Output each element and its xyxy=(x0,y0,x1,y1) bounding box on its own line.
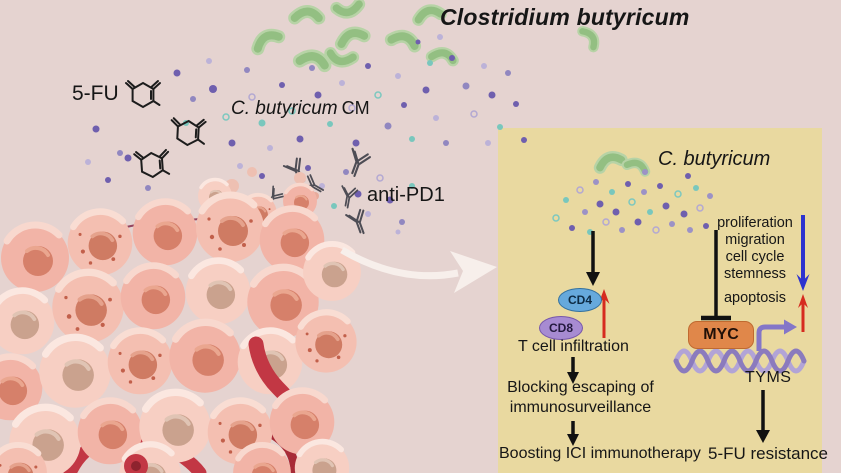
flow-arrows xyxy=(567,231,770,446)
label-t-cell-infiltration: T cell infiltration xyxy=(518,338,629,355)
effect-proliferation: proliferation xyxy=(717,215,793,231)
tumor-cells-illustration xyxy=(0,167,361,473)
metabolite-dots-outer xyxy=(85,34,527,235)
down-arrow-blue-icon xyxy=(796,215,810,291)
label-anti-pd1: anti-PD1 xyxy=(367,184,445,206)
cd8-badge: CD8 xyxy=(539,316,583,340)
label-blocking-escaping: Blocking escaping of xyxy=(507,379,654,396)
panel-label-c-butyricum: C. butyricum xyxy=(658,148,771,170)
title-clostridium-butyricum: Clostridium butyricum xyxy=(440,4,690,30)
metabolite-dots-panel xyxy=(552,169,713,235)
myc-box: MYC xyxy=(688,321,754,349)
curved-arrow-icon xyxy=(340,246,497,293)
cd4-badge: CD4 xyxy=(558,288,602,312)
cm-italic-part: C. butyricum xyxy=(231,98,338,119)
5fu-molecule-icons xyxy=(125,80,207,180)
effects-list: proliferation migration cell cycle stemn… xyxy=(716,215,794,283)
label-5fu: 5-FU xyxy=(72,82,119,105)
label-boosting-ici: Boosting ICI immunotherapy xyxy=(499,445,701,462)
label-tyms: TYMS xyxy=(745,369,792,386)
label-immunosurveillance: immunosurveillance xyxy=(509,399,652,416)
label-5fu-resistance: 5-FU resistance xyxy=(708,444,828,463)
transcription-arrow-icon xyxy=(756,319,797,351)
effect-migration: migration xyxy=(725,232,785,248)
up-arrow-red2-icon xyxy=(798,294,808,332)
cm-suffix-part: CM xyxy=(341,98,370,118)
dna-helix-icon xyxy=(673,348,807,374)
inhibition-tbar-icon xyxy=(701,230,731,321)
label-apoptosis: apoptosis xyxy=(723,290,787,306)
effect-stemness: stemness xyxy=(723,266,787,282)
effect-cell-cycle: cell cycle xyxy=(725,249,785,265)
